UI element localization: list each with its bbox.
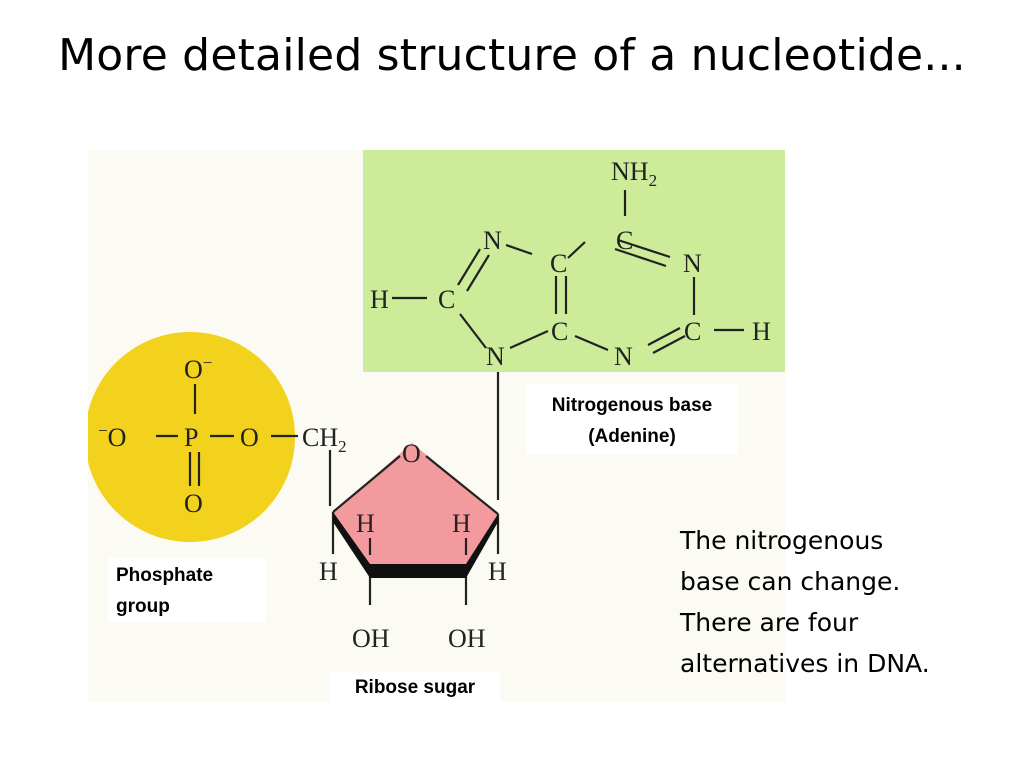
phosphate-group-label-line-2: group [116, 596, 170, 617]
atom-p: P [184, 423, 198, 452]
atom-h-c1-down: H [488, 557, 507, 586]
atom-oh-c3: OH [352, 624, 390, 653]
nitrogenous-base-label-line-1: Nitrogenous base [551, 395, 713, 416]
ribose-bold-edge [333, 512, 498, 578]
base-region [363, 150, 785, 372]
atom-n7: N [483, 226, 502, 255]
explanation-line-3: There are four [680, 608, 859, 637]
ribose-ring-fill [333, 443, 498, 568]
atom-o-bottom: O [184, 489, 203, 518]
atom-n9: N [486, 342, 505, 371]
phosphate-group-label: Phosphate group [108, 558, 266, 622]
nitrogenous-base-label: Nitrogenous base (Adenine) [526, 384, 738, 454]
explanation-line-1: The nitrogenous [680, 526, 884, 555]
explanation-text: The nitrogenous base can change. There a… [680, 520, 980, 684]
atom-c6: C [616, 226, 633, 255]
explanation-line-4: alternatives in DNA. [680, 649, 930, 678]
phosphate-bonds [156, 384, 332, 506]
atom-o-left-charge: − [98, 421, 108, 440]
atom-o-top-charge: − [203, 353, 213, 372]
adenine-atoms: NH2 C N C H N C C N C H N [370, 157, 771, 371]
ribose-atoms: O H H H H OH OH [319, 439, 507, 653]
atom-o-top: O [184, 355, 203, 384]
atom-n1: N [683, 249, 702, 278]
atom-oh-c2: OH [448, 624, 486, 653]
atom-c4: C [551, 317, 568, 346]
phosphate-region [88, 332, 295, 542]
slide-title: More detailed structure of a nucleotide.… [58, 30, 966, 81]
atom-h8: H [370, 285, 389, 314]
atom-n3: N [614, 342, 633, 371]
atom-o-ester: O [240, 423, 259, 452]
explanation-line-2: base can change. [680, 567, 901, 596]
svg-text:NH2: NH2 [611, 157, 657, 190]
atom-c5: C [550, 249, 567, 278]
atom-c2: C [684, 317, 701, 346]
phosphate-group-label-line-1: Phosphate [116, 565, 214, 586]
atom-h2: H [752, 317, 771, 346]
atom-nh2-subscript: 2 [649, 171, 658, 190]
atom-c8: C [438, 285, 455, 314]
atom-o-left: O [108, 423, 127, 452]
phosphate-atoms: O− P O −O O CH2 [98, 353, 347, 518]
nucleotide-diagram: NH2 C N C H N C C N C H N O− P O −O O CH… [88, 150, 785, 653]
atom-nh2: NH [611, 157, 649, 186]
atom-ch2-subscript: 2 [338, 437, 347, 456]
atom-ring-o: O [402, 439, 421, 468]
svg-text:CH2: CH2 [302, 423, 347, 456]
atom-h-c1: H [452, 509, 471, 538]
atom-h-c4: H [356, 509, 375, 538]
ribose-sugar-label: Ribose sugar [330, 672, 500, 702]
nitrogenous-base-label-line-2: (Adenine) [588, 426, 676, 447]
atom-ch2: CH [302, 423, 338, 452]
svg-text:O−: O− [184, 353, 212, 384]
svg-text:−O: −O [98, 421, 126, 452]
adenine-bonds [392, 190, 744, 500]
atom-h-c4-down: H [319, 557, 338, 586]
